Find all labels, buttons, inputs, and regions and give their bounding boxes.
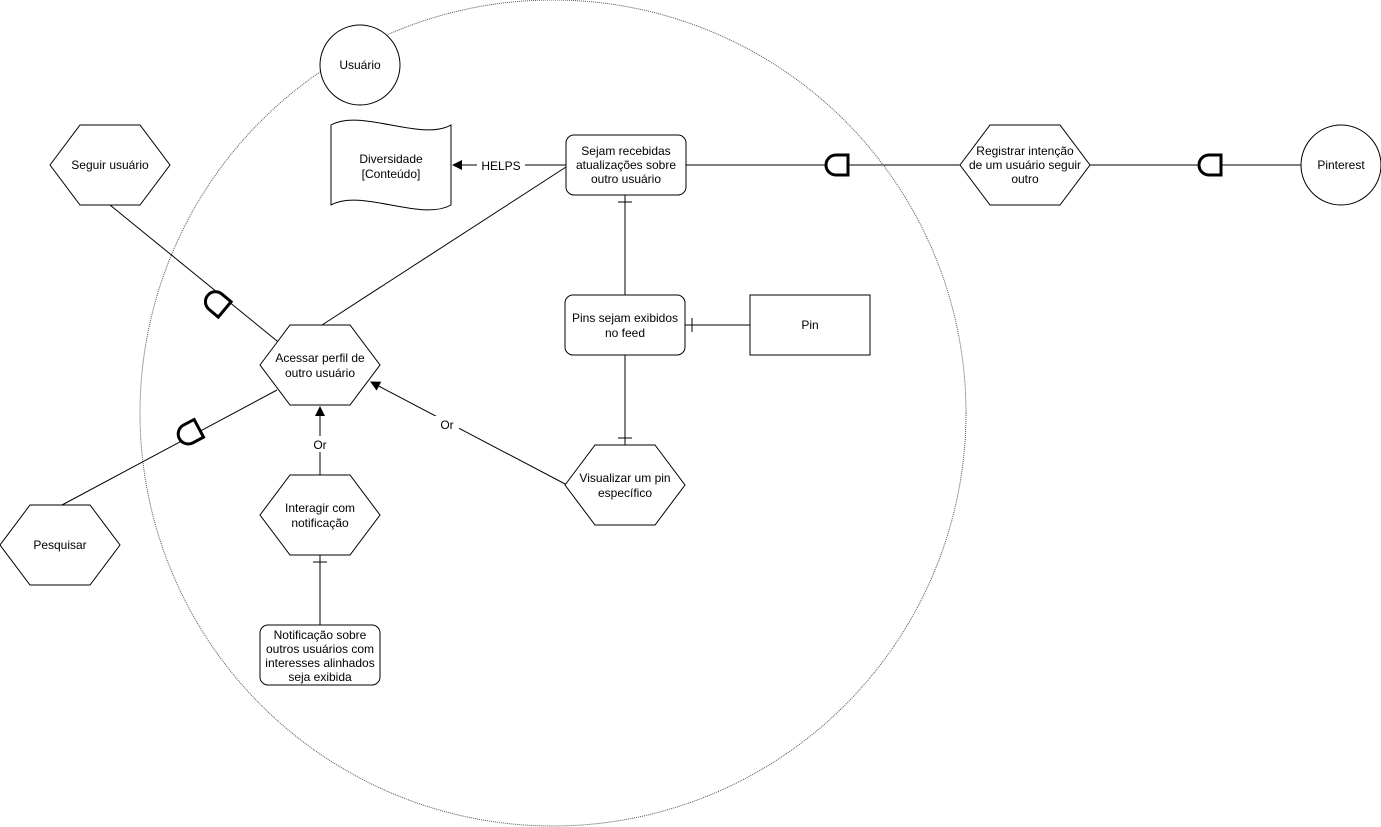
softgoal-diversidade-line: Diversidade	[359, 152, 423, 166]
goal-sejam-recebidas-line: atualizações sobre	[576, 158, 676, 172]
task-visualizar-pin-line: Visualizar um pin	[579, 471, 670, 485]
usuario-actor-boundary	[139, 0, 967, 827]
link-acessar-sejam-recebidas	[321, 166, 567, 326]
task-registrar-line: Registrar intenção	[976, 144, 1074, 158]
goal-notificacao-line: outros usuários com	[266, 642, 374, 656]
task-registrar[interactable]: Registrar intenção de um usuário seguir …	[959, 124, 1091, 206]
dependency-d-symbol	[824, 153, 850, 177]
or-label-interagir: Or	[313, 438, 326, 452]
task-interagir-line: notificação	[291, 516, 349, 530]
dependency-d-symbol	[1197, 153, 1223, 177]
task-interagir-line: Interagir com	[285, 501, 355, 515]
resource-pin[interactable]: Pin	[749, 294, 871, 356]
goal-notificacao-line: seja exibida	[288, 670, 352, 684]
task-acessar-perfil-line: outro usuário	[285, 366, 355, 380]
dependency-seguir-acessar	[109, 204, 283, 346]
actor-pinterest[interactable]: Pinterest	[1300, 124, 1381, 206]
helps-label: HELPS	[481, 159, 520, 173]
goal-sejam-recebidas-line: Sejam recebidas	[581, 144, 670, 158]
task-registrar-line: de um usuário seguir	[969, 158, 1081, 172]
dependency-pesquisar-acessar	[61, 389, 278, 506]
resource-pin-label: Pin	[801, 318, 818, 332]
or-label-bg	[308, 436, 332, 452]
goal-sejam-recebidas-line: outro usuário	[591, 172, 661, 186]
task-pesquisar-label: Pesquisar	[33, 538, 86, 552]
goal-pins-feed[interactable]: Pins sejam exibidos no feed	[564, 294, 686, 356]
task-seguir-usuario-label: Seguir usuário	[71, 158, 149, 172]
goal-pins-feed-line: no feed	[605, 326, 645, 340]
goal-notificacao-line: interesses alinhados	[265, 656, 374, 670]
or-label-bg	[435, 416, 459, 432]
goal-notificacao[interactable]: Notificação sobre outros usuários com in…	[259, 624, 381, 686]
goal-pins-feed-line: Pins sejam exibidos	[572, 311, 678, 325]
goal-sejam-recebidas[interactable]: Sejam recebidas atualizações sobre outro…	[565, 134, 687, 196]
task-visualizar-pin[interactable]: Visualizar um pin específico	[564, 444, 686, 526]
actor-pinterest-label: Pinterest	[1317, 158, 1365, 172]
task-seguir-usuario[interactable]: Seguir usuário	[49, 124, 171, 206]
actor-usuario-label: Usuário	[339, 58, 381, 72]
dependency-d-symbol	[204, 290, 234, 320]
softgoal-diversidade[interactable]: Diversidade [Conteúdo]	[330, 119, 452, 211]
helps-label-bg	[477, 157, 525, 173]
task-pesquisar[interactable]: Pesquisar	[0, 504, 121, 586]
actor-usuario[interactable]: Usuário	[319, 24, 401, 106]
dependency-d-symbol	[176, 417, 206, 446]
task-visualizar-pin-line: específico	[598, 486, 652, 500]
task-registrar-line: outro	[1011, 172, 1039, 186]
softgoal-diversidade-line: [Conteúdo]	[362, 167, 421, 181]
or-label-visualizar: Or	[440, 418, 453, 432]
or-link-visualizar-acessar	[370, 381, 568, 486]
task-acessar-perfil-line: Acessar perfil de	[275, 351, 365, 365]
task-interagir[interactable]: Interagir com notificação	[259, 474, 381, 556]
task-acessar-perfil[interactable]: Acessar perfil de outro usuário	[259, 324, 381, 406]
goal-notificacao-line: Notificação sobre	[274, 628, 367, 642]
